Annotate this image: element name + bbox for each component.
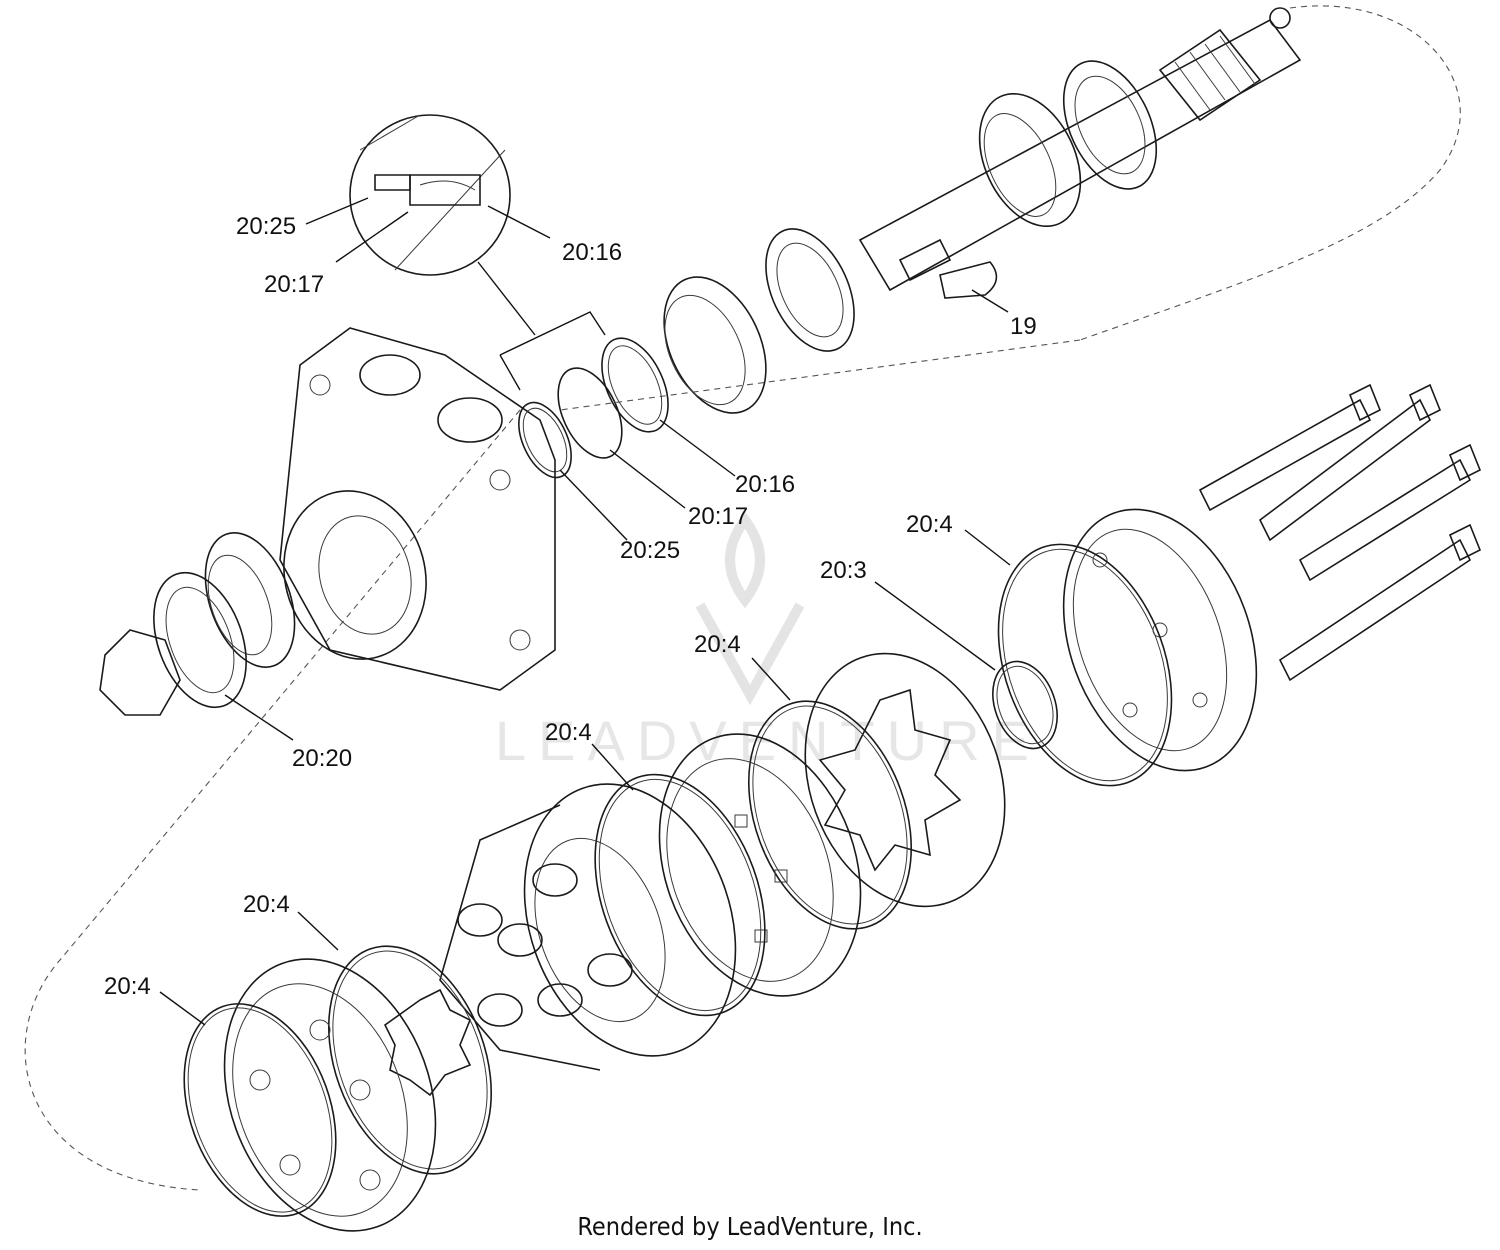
front-seal [153,571,247,709]
seal-detail-view [349,114,511,276]
rendered-by-footer: Rendered by LeadVenture, Inc. [577,1212,923,1241]
woodruff-key [939,261,998,299]
castle-nut [99,629,181,716]
o-ring-end [997,543,1173,787]
callout-20-25-detail: 20:25 [236,213,296,240]
end-cap [1062,508,1258,772]
callout-20-25: 20:25 [620,537,680,564]
drive-shaft [858,7,1302,292]
callout-20-17: 20:17 [688,503,748,530]
callout-20-20: 20:20 [292,745,352,772]
callout-20-4-valve: 20:4 [545,719,592,746]
gerotor-plate [804,652,1006,908]
dust-seal [518,401,572,479]
callout-19: 19 [1010,313,1037,340]
callout-20-16: 20:16 [735,471,795,498]
rollers [457,863,633,1027]
callout-20-4-mid: 20:4 [694,631,741,658]
bolts [1198,383,1482,682]
front-bearing [204,532,296,668]
callout-20-17-detail: 20:17 [264,271,324,298]
assembly-envelope [24,5,1461,1191]
o-ring-mid [747,700,913,930]
o-ring-front [183,1003,337,1217]
shaft-seal [601,337,669,433]
rotor-housing [439,783,737,1071]
front-plate [223,958,437,1232]
star-rotor [383,988,472,1097]
shaft-bearing-collar [978,92,1082,228]
watermark-text: LEADVENTURE [495,709,1041,772]
callout-20-4-rotor: 20:4 [243,891,290,918]
callout-20-4-front: 20:4 [104,973,151,1000]
needle-bearing-race [663,276,767,414]
callout-20-4-end: 20:4 [906,511,953,538]
motor-housing [279,327,556,691]
callout-labels: 20:25 20:17 20:16 19 20:16 20:17 20:25 2… [104,213,1037,1000]
callout-20-16-detail: 20:16 [562,239,622,266]
watermark: LEADVENTURE [495,511,1041,772]
watermark-logo-icon [695,511,805,706]
thrust-bearing-lower [765,228,855,352]
o-ring-rotor [327,945,493,1175]
detail-bracket [477,261,606,391]
o-ring-valve [594,773,766,1017]
thrust-bearing-upper [1062,60,1158,190]
callout-20-3: 20:3 [820,557,867,584]
leader-lines [159,197,1011,1026]
o-ring-small [992,660,1058,750]
backup-ring [557,367,623,459]
